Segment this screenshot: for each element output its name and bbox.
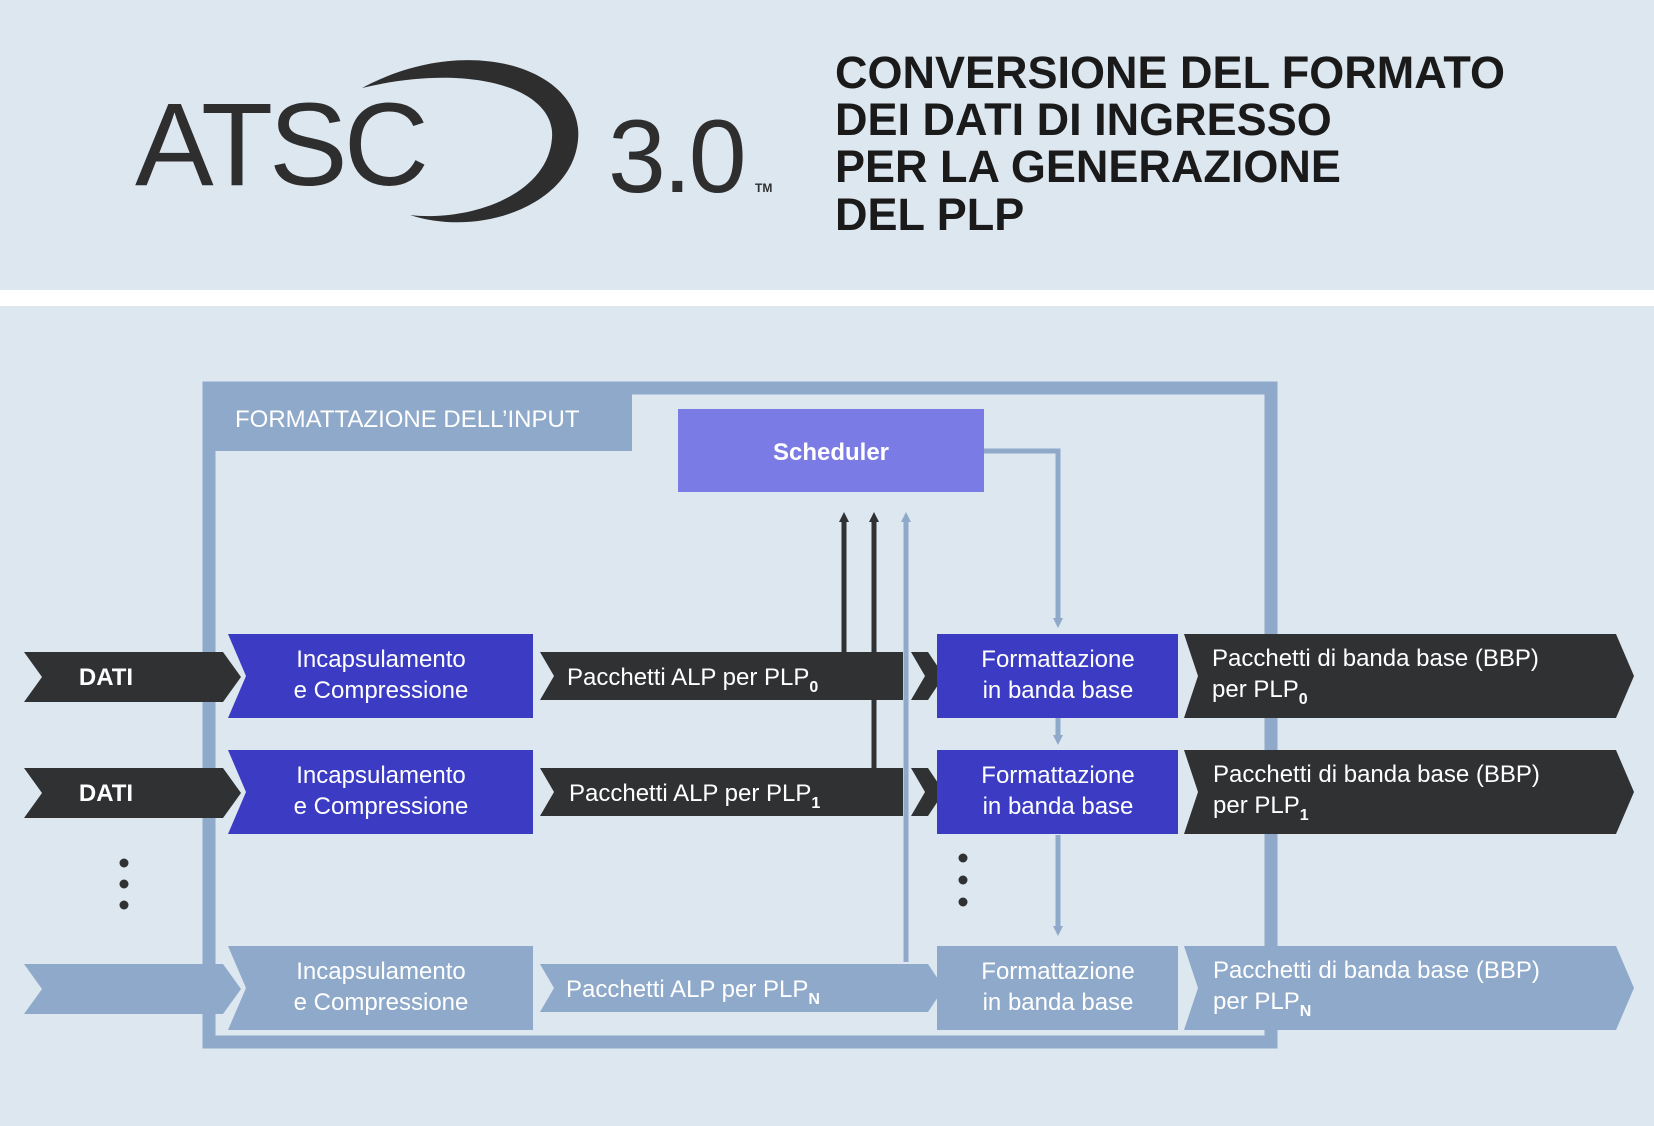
bbp-output-chevron [1184,946,1634,1030]
bbp-line-1: Pacchetti di banda base (BBP) [1212,645,1539,672]
encapsulation-line-2: e Compressione [294,989,469,1016]
baseband-line-2: in banda base [983,677,1134,704]
title-line-3: PER LA GENERAZIONE [835,141,1341,192]
input-chevron [24,964,241,1014]
alp-bar [540,964,944,1012]
input-label: DATI [79,780,133,807]
baseband-formatting-box [937,750,1178,834]
alp-arrow-tip [911,768,944,816]
baseband-formatting-box [937,946,1178,1030]
header: ATSC 3.0 TM CONVERSIONE DEL FORMATO DEI … [135,47,1505,240]
baseband-line-1: Formattazione [981,646,1134,673]
scheduler-control-lines [984,448,1063,936]
alp-label: Pacchetti ALP per PLP1 [569,780,820,812]
baseband-line-2: in banda base [983,793,1134,820]
input-label: DATI [79,664,133,691]
bbp-line-2: per PLP1 [1213,792,1309,824]
atsc-logo: ATSC 3.0 TM [135,60,772,223]
scheduler-box [678,409,984,492]
page-title: CONVERSIONE DEL FORMATO DEI DATI DI INGR… [835,47,1505,240]
bbp-line-1: Pacchetti di banda base (BBP) [1213,957,1540,984]
alp-arrow-tip [911,652,944,700]
alp-bar [540,652,903,700]
logo-version: 3.0 [608,99,744,215]
row-plpn: Incapsulamento e Compressione Pacchetti … [24,946,1634,1030]
alp-bar [540,768,903,816]
bbp-output-chevron [1184,750,1634,834]
logo-letters: ATSC [135,79,425,211]
baseband-line-2: in banda base [983,989,1134,1016]
bbp-line-2: per PLP0 [1212,676,1308,708]
encapsulation-line-1: Incapsulamento [296,762,465,789]
encapsulation-box [228,750,533,834]
alp-label: Pacchetti ALP per PLPN [566,976,820,1008]
encapsulation-box [228,634,533,718]
frame-label-tab [203,382,632,451]
input-chevron [24,768,241,818]
row-plp0: DATI Incapsulamento e Compressione Pacch… [24,634,1634,718]
bbp-line-2: per PLPN [1213,988,1311,1020]
frame-label: FORMATTAZIONE DELL’INPUT [235,406,580,433]
title-line-2: DEI DATI DI INGRESSO [835,94,1332,145]
baseband-line-1: Formattazione [981,762,1134,789]
bbp-output-chevron [1184,634,1634,718]
encapsulation-line-2: e Compressione [294,793,469,820]
title-line-1: CONVERSIONE DEL FORMATO [835,47,1505,98]
encapsulation-line-1: Incapsulamento [296,958,465,985]
title-line-4: DEL PLP [835,189,1024,240]
scheduler-label: Scheduler [773,439,889,466]
encapsulation-line-2: e Compressione [294,677,469,704]
ellipsis-middle [958,853,968,907]
baseband-line-1: Formattazione [981,958,1134,985]
bbp-line-1: Pacchetti di banda base (BBP) [1213,761,1540,788]
scheduler-block: Scheduler [678,409,984,492]
encapsulation-line-1: Incapsulamento [296,646,465,673]
ellipsis-left [119,858,129,910]
header-divider [0,290,1654,306]
logo-trademark: TM [755,181,772,195]
encapsulation-box [228,946,533,1030]
input-chevron [24,652,241,702]
row-plp1: DATI Incapsulamento e Compressione Pacch… [24,750,1634,834]
alp-label: Pacchetti ALP per PLP0 [567,664,818,696]
alp-to-scheduler-arrows [839,512,911,962]
baseband-formatting-box [937,634,1178,718]
